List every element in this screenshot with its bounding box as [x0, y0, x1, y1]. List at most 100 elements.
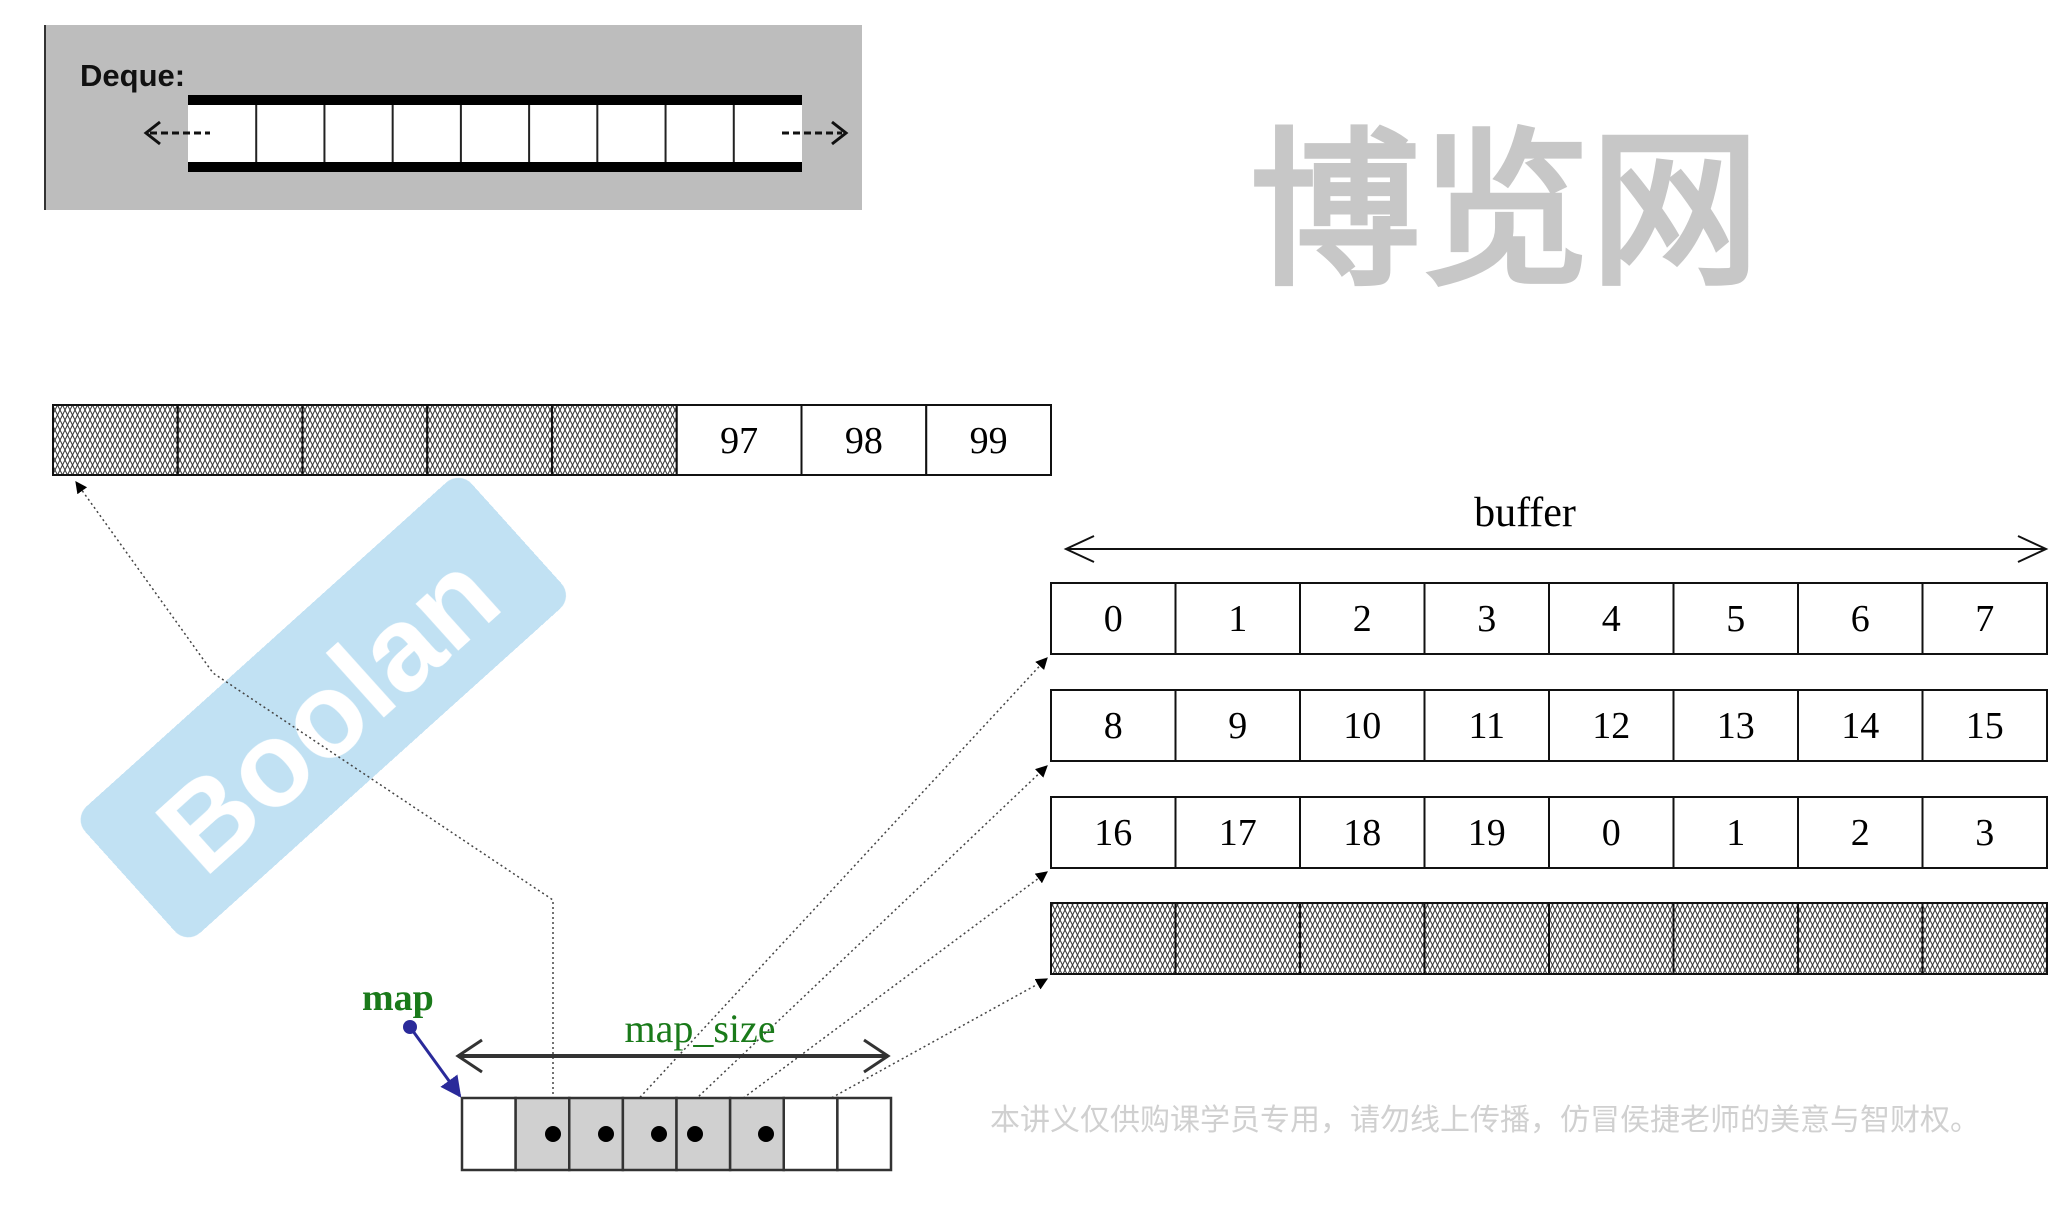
buffer-row: 8 9 10 11 12 13 14 15	[1050, 689, 2048, 762]
buffer-value: 8	[1104, 705, 1123, 747]
empty-slot	[1174, 902, 1301, 975]
tube-top-band	[188, 95, 802, 105]
buffer-value: 19	[1468, 812, 1506, 854]
pointer-to-buffer	[694, 871, 1048, 1135]
left-growth-arrow	[143, 120, 210, 146]
buffer-label: buffer	[1474, 490, 1576, 536]
tube-bottom-band	[188, 162, 802, 172]
buffer-row	[1050, 902, 2048, 975]
empty-slot	[1797, 902, 1924, 975]
deque-label: Deque:	[80, 58, 185, 93]
node-pointer-dot	[545, 1126, 561, 1142]
empty-slot	[1299, 902, 1426, 975]
buffer-cell	[1299, 796, 1426, 869]
tube-body	[188, 95, 802, 172]
map-array	[460, 1096, 893, 1172]
deque-panel: Deque:	[44, 25, 862, 210]
buffer-cell	[1299, 582, 1426, 655]
buffer-value: 17	[1219, 812, 1257, 854]
buffer-value: 3	[1477, 598, 1496, 640]
buffer-cell	[1672, 689, 1799, 762]
buffer-cell	[1174, 689, 1301, 762]
node-pointer-dot	[598, 1126, 614, 1142]
buffer-cell	[1050, 796, 1177, 869]
buffer-cell	[1672, 796, 1799, 869]
buffer-cell	[1050, 582, 1177, 655]
node-pointer-dot	[651, 1126, 667, 1142]
buffer-cell	[1548, 689, 1675, 762]
buffer-value: 0	[1104, 598, 1123, 640]
empty-slot	[1548, 902, 1675, 975]
map-node-used	[728, 1096, 785, 1172]
element-cell	[675, 404, 803, 476]
pointer-to-buffer	[658, 765, 1048, 1135]
map-node-used	[621, 1096, 678, 1172]
buffer-cell	[1548, 582, 1675, 655]
deque-tube	[188, 95, 802, 172]
empty-slot	[551, 404, 678, 476]
map-node-free	[460, 1096, 517, 1172]
pointer-to-previous-buffer	[75, 481, 554, 1134]
map-pointer-lines	[75, 481, 1049, 1135]
buffer-value: 2	[1851, 812, 1870, 854]
empty-slot	[1921, 902, 2048, 975]
buffer-value: 10	[1343, 705, 1381, 747]
buffer-cell	[1921, 689, 2048, 762]
empty-slot	[52, 404, 179, 476]
empty-slot	[1423, 902, 1550, 975]
node-pointer-dot	[758, 1126, 774, 1142]
empty-slot	[176, 404, 304, 476]
element-cell	[925, 404, 1052, 476]
buffer-cell	[1548, 796, 1675, 869]
buffer-cell	[1423, 689, 1550, 762]
buffer-value: 12	[1592, 705, 1630, 747]
watermark-notice: 本讲义仅供购课学员专用，请勿线上传播，仿冒侯捷老师的美意与智财权。	[990, 1104, 1980, 1137]
buffer-value: 16	[1094, 812, 1132, 854]
map-node-used	[568, 1096, 625, 1172]
map-node-used	[514, 1096, 571, 1172]
map-pointer-arrow	[408, 1026, 462, 1098]
buffer-value: 6	[1851, 598, 1870, 640]
buffer-value: 18	[1343, 812, 1381, 854]
element-value: 99	[970, 420, 1008, 462]
map-label: map	[362, 977, 434, 1019]
buffer-value: 1	[1726, 812, 1745, 854]
map-node-free	[836, 1096, 893, 1172]
buffer-value: 1	[1228, 598, 1247, 640]
buffer-span-arrow	[1063, 535, 2049, 563]
buffer-cell	[1797, 796, 1924, 869]
buffer-value: 5	[1726, 598, 1745, 640]
right-growth-arrow	[782, 120, 849, 146]
buffer-value: 11	[1468, 705, 1505, 747]
map-node-free	[782, 1096, 839, 1172]
buffer-cell	[1423, 796, 1550, 869]
buffer-cell	[1423, 582, 1550, 655]
buffer-value: 14	[1841, 705, 1879, 747]
pointer-to-buffer	[765, 978, 1049, 1135]
buffer-value: 9	[1228, 705, 1247, 747]
pointer-to-buffer	[605, 657, 1048, 1135]
empty-slot	[301, 404, 429, 476]
buffer-cell	[1672, 582, 1799, 655]
buffer-value: 4	[1602, 598, 1621, 640]
buffer-value: 15	[1966, 705, 2004, 747]
buffer-cell	[1299, 689, 1426, 762]
map-size-arrow	[455, 1038, 891, 1074]
buffer-row: 0 1 2 3 4 5 6 7	[1050, 582, 2048, 655]
empty-slot	[426, 404, 553, 476]
element-value: 98	[845, 420, 883, 462]
buffer-cell	[1174, 582, 1301, 655]
buffer-cell	[1921, 582, 2048, 655]
buffer-value: 2	[1353, 598, 1372, 640]
watermark-brand: 博览网	[1250, 117, 1760, 307]
buffer-value: 7	[1975, 598, 1994, 640]
buffer-cell	[1174, 796, 1301, 869]
buffer-cell	[1921, 796, 2048, 869]
map-node-used	[675, 1096, 732, 1172]
node-pointer-dot	[687, 1126, 703, 1142]
buffer-value: 13	[1717, 705, 1755, 747]
